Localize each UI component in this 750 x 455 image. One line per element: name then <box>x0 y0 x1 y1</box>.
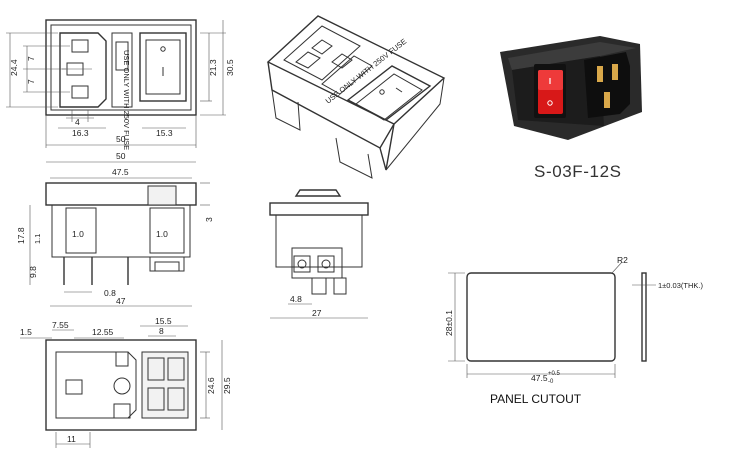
dim-thickness: 1±0.03(THK.) <box>658 281 703 290</box>
fuse-warning-text: USE ONLY WITH 250V FUSE <box>122 50 131 150</box>
dim-r2: R2 <box>617 255 628 265</box>
side-slot-b <box>149 207 185 254</box>
dim-4: 4 <box>75 117 80 127</box>
off-mark-icon <box>160 46 166 52</box>
dim-4-8: 4.8 <box>290 294 302 304</box>
iso-left-side <box>267 61 395 149</box>
inlet-outline <box>59 32 107 108</box>
side-body <box>51 204 191 258</box>
inlet-pin-bottom <box>71 85 89 99</box>
panel-thickness-profile <box>641 272 647 362</box>
iso-right-side <box>385 77 445 171</box>
dim-50-side: 50 <box>116 151 126 161</box>
dim-15-5: 15.5 <box>155 316 172 326</box>
dim-50-front: 50 <box>116 134 126 144</box>
dim-12-55: 12.55 <box>92 327 114 337</box>
dim-9-8: 9.8 <box>28 266 38 278</box>
end-flange <box>269 202 369 216</box>
dim-7-top: 7 <box>26 56 36 61</box>
end-body <box>275 214 363 268</box>
side-view: 50 47.5 1.0 1.0 17.8 1.1 3 9.8 0.8 47 <box>16 151 214 307</box>
dim-24-4: 24.4 <box>9 59 19 76</box>
side-slot-a <box>65 207 97 254</box>
slot-a-label: 1.0 <box>72 229 84 239</box>
bottom-inlet <box>55 351 137 419</box>
iso-front-face <box>266 15 446 125</box>
tol-minus: -0 <box>548 379 554 385</box>
photo-inlet <box>584 52 630 118</box>
dim-24-6: 24.6 <box>206 377 216 394</box>
dim-27: 27 <box>312 308 322 318</box>
switch-rocker <box>145 39 181 95</box>
photo-pin-2 <box>612 64 618 80</box>
dim-47: 47 <box>116 296 126 306</box>
fuse-drawer <box>115 41 129 71</box>
dim-16-3: 16.3 <box>72 128 89 138</box>
inlet-pin-top <box>71 39 89 53</box>
tol-plus: +0.5 <box>548 371 561 377</box>
dim-7-bottom: 7 <box>26 79 36 84</box>
slot-b-label: 1.0 <box>156 229 168 239</box>
dim-3: 3 <box>204 217 214 222</box>
dim-28: 28±0.1 <box>444 310 454 336</box>
dim-11: 11 <box>67 434 76 444</box>
dim-47-5: 47.5 <box>112 167 129 177</box>
isometric-view: USE ONLY WITH 250V FUSE <box>266 15 446 179</box>
dim-1-1: 1.1 <box>33 234 42 244</box>
front-outer-frame <box>45 19 197 116</box>
fuse-holder <box>111 32 133 108</box>
bottom-hole <box>113 377 131 395</box>
photo-pin-3 <box>604 92 610 108</box>
end-rocker-top <box>294 189 342 197</box>
panel-cutout-title: PANEL CUTOUT <box>490 392 582 406</box>
dim-1-5: 1.5 <box>20 327 32 337</box>
bottom-view: 1.5 7.55 12.55 15.5 8 24.6 29.5 11 <box>20 316 232 448</box>
bottom-outline <box>45 339 197 431</box>
iso-inlet-cavity <box>283 25 361 81</box>
dim-47-5-cutout: 47.5 <box>531 373 548 383</box>
dim-30-5: 30.5 <box>225 59 235 76</box>
dim-17-8: 17.8 <box>16 227 26 244</box>
bottom-switch-block <box>141 351 189 419</box>
front-view: USE ONLY WITH 250V FUSE 24.4 7 7 21.3 30… <box>6 19 235 150</box>
end-view: 4.8 27 <box>269 189 369 319</box>
dim-15-3: 15.3 <box>156 128 173 138</box>
model-label: S-03F-12S <box>534 162 622 181</box>
photo-pin-1 <box>597 66 603 82</box>
dim-7-55: 7.55 <box>52 320 69 330</box>
dim-21-3: 21.3 <box>208 59 218 76</box>
front-inner-frame <box>50 24 192 111</box>
dim-29-5: 29.5 <box>222 377 232 394</box>
dim-0-8: 0.8 <box>104 288 116 298</box>
side-switch-top <box>147 185 177 206</box>
switch-bezel <box>139 32 187 102</box>
product-photo: S-03F-12S <box>500 36 642 181</box>
dim-8: 8 <box>159 326 164 336</box>
panel-cutout: R2 28±0.1 47.5 +0.5 -0 1±0.03(THK.) PANE… <box>444 255 703 406</box>
cutout-rect <box>466 272 616 362</box>
iso-switch-rocker <box>355 73 423 121</box>
iso-fuse-holder <box>321 55 373 95</box>
